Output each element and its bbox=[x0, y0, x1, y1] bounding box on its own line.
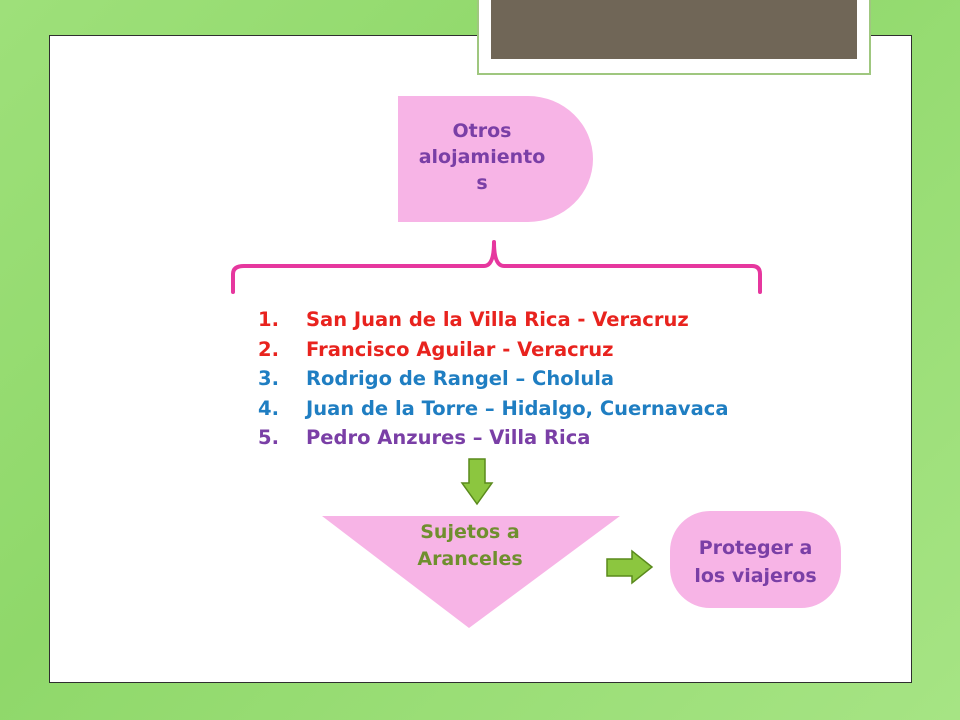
list-item: 1. San Juan de la Villa Rica - Veracruz bbox=[258, 305, 729, 335]
merge-triangle bbox=[322, 516, 620, 628]
triangle-label: Sujetos a Aranceles bbox=[380, 519, 560, 573]
down-arrow bbox=[460, 458, 494, 506]
list-item-text: Pedro Anzures – Villa Rica bbox=[306, 426, 591, 449]
triangle-label-line-2: Aranceles bbox=[417, 548, 523, 570]
list-item: 3. Rodrigo de Rangel – Cholula bbox=[258, 364, 729, 394]
list-item-number: 3. bbox=[258, 367, 279, 390]
curly-brace bbox=[231, 240, 762, 294]
delay-shape-label: Otros alojamiento s bbox=[398, 118, 566, 196]
list-item: 5. Pedro Anzures – Villa Rica bbox=[258, 423, 729, 453]
list-item-text: Rodrigo de Rangel – Cholula bbox=[306, 367, 615, 390]
rounded-box-label: Proteger a los viajeros bbox=[670, 534, 841, 590]
rounded-label-line-2: los viajeros bbox=[694, 565, 817, 587]
rounded-label-line-1: Proteger a bbox=[698, 537, 813, 559]
list-item-text: Francisco Aguilar - Veracruz bbox=[306, 337, 614, 361]
triangle-label-line-1: Sujetos a bbox=[420, 521, 520, 543]
conquistador-list: 1. San Juan de la Villa Rica - Veracruz … bbox=[258, 305, 729, 453]
list-item-text: Juan de la Torre – Hidalgo, Cuernavaca bbox=[306, 396, 729, 420]
delay-label-line-2: alojamiento bbox=[418, 146, 546, 168]
list-item: 4. Juan de la Torre – Hidalgo, Cuernavac… bbox=[258, 394, 729, 424]
list-item-text: San Juan de la Villa Rica - Veracruz bbox=[306, 308, 689, 331]
list-item-number: 5. bbox=[258, 426, 279, 449]
right-arrow bbox=[606, 549, 654, 585]
delay-label-line-1: Otros bbox=[452, 120, 512, 142]
title-tab bbox=[477, 0, 871, 75]
title-tab-inner bbox=[487, 0, 861, 63]
rounded-box bbox=[670, 511, 841, 608]
list-item: 2. Francisco Aguilar - Veracruz bbox=[258, 335, 729, 365]
delay-label-line-3: s bbox=[476, 172, 488, 194]
list-item-number: 1. bbox=[258, 308, 279, 331]
list-item-number: 2. bbox=[258, 337, 279, 361]
delay-shape bbox=[398, 96, 593, 222]
list-item-number: 4. bbox=[258, 396, 279, 420]
